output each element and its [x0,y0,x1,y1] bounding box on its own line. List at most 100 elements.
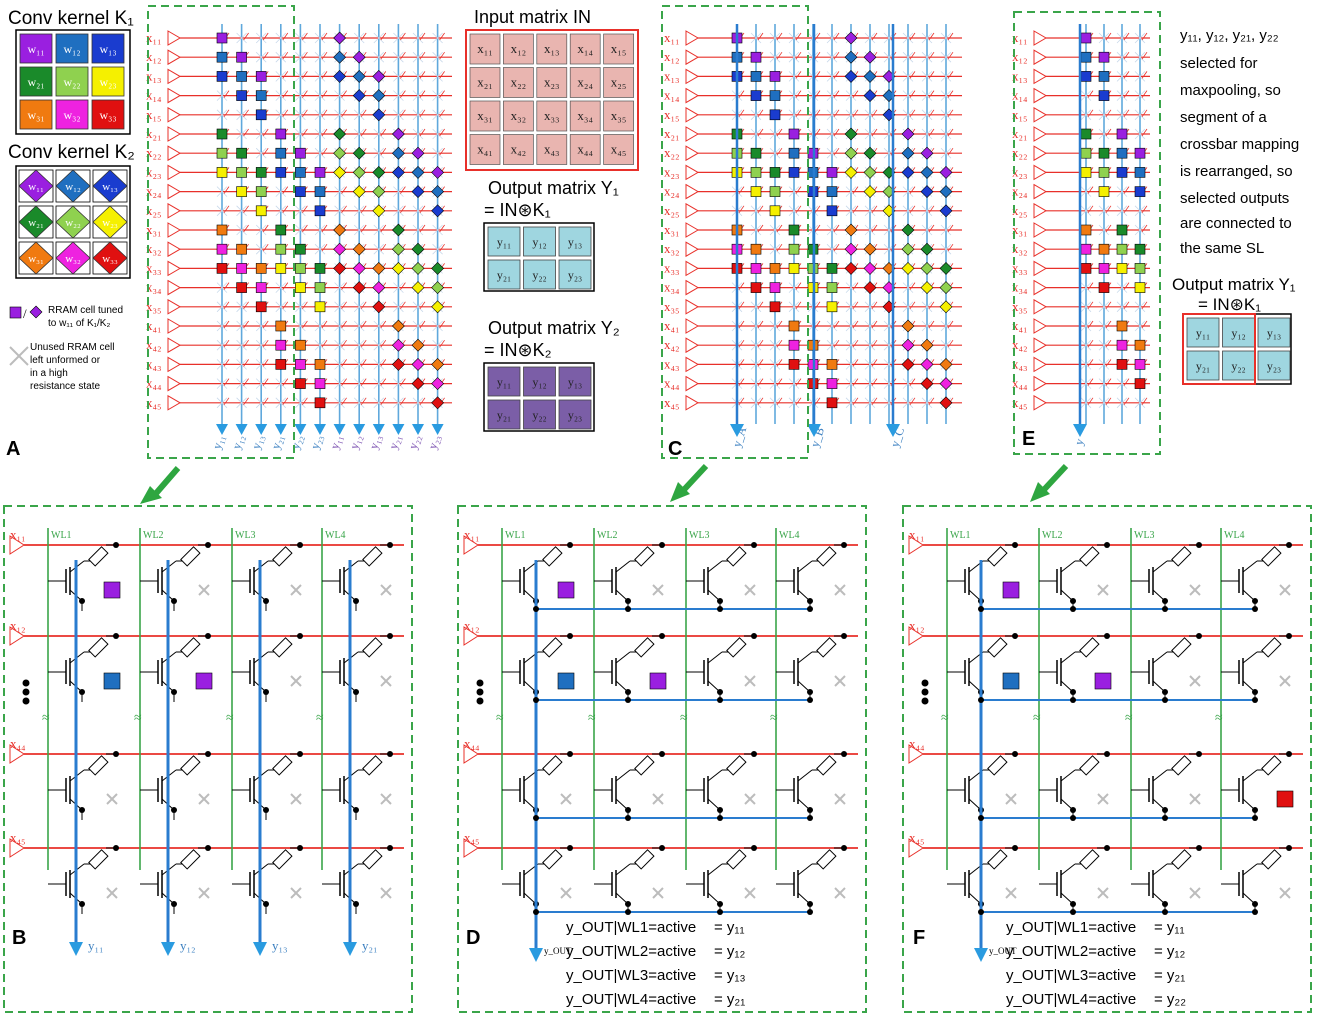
rram-cell [788,167,800,178]
connector-tick [243,109,249,118]
legend-tuned-line2: to w₁₁ of K₁/K₂ [48,318,110,329]
rram-cell [275,243,287,255]
rram-device-icon [180,849,201,870]
connector-tick [282,51,289,60]
kernel2-cell [18,205,54,239]
kernel2-cell-label: w₂₃ [102,217,118,229]
drain [1152,560,1168,573]
svg-text:/: / [23,306,27,321]
connector-tick [341,378,347,386]
connector-tick [380,128,387,137]
input-cell [503,67,534,98]
unused-cell-icon [1005,793,1017,805]
column-arrow-icon [255,424,268,435]
connector-tick [852,397,859,406]
unused-cell-icon [788,109,800,121]
rram-cell [1134,167,1146,178]
rram-cell [295,378,306,389]
rram-cell [333,146,347,160]
row-driver-icon [685,241,699,258]
connector-tick [1123,397,1130,406]
equation-lhs: y_OUT|WL1=active [566,919,696,936]
rram-cell [255,186,267,197]
drain [1242,769,1258,782]
unused-cell-icon [845,205,857,217]
unused-cell-icon [275,32,287,44]
rram-cell [901,338,915,352]
connector-tick [439,128,445,137]
rram-cell [295,282,306,293]
connector-tick [321,109,328,118]
unused-cell-icon [412,224,424,236]
unused-cell-icon [560,793,572,805]
unused-cell-icon [432,51,443,63]
connector-tick [1141,109,1148,118]
rram-cell [939,204,953,218]
unused-cell-icon [750,128,762,140]
unused-cell-icon [1080,90,1092,101]
rram-device-icon [1079,546,1100,567]
node-dot [113,542,119,548]
connector-tick [795,71,802,79]
output-cell-label: y₁₂ [1231,326,1245,340]
output-cell [487,226,521,257]
note-line: are connected to [1180,215,1292,232]
connector-tick [400,186,406,194]
break-mark: ≈ [770,711,778,726]
unused-cell-icon [290,675,302,687]
rram-cell [333,31,347,45]
rram-cell [1080,128,1092,140]
unused-cell-icon [275,301,287,313]
connector-tick [1123,282,1130,290]
rram-cell [103,581,121,599]
rram-cell [236,167,247,178]
rram-cell [1098,147,1110,159]
rram-cell [1080,32,1092,44]
circuit-row-label: x₁₂ [909,618,925,633]
rram-device-icon [634,755,655,776]
connector-tick [419,71,426,79]
unused-cell-icon [255,224,267,236]
connector-tick [1087,378,1094,386]
rram-cell [352,146,366,160]
output-arrow-icon [886,424,900,437]
connector-tick [380,339,387,348]
node-dot [1252,815,1258,821]
note-line: maxpooling, so [1180,82,1281,99]
rram-device-icon [272,849,293,870]
connector-tick [321,339,328,348]
row-driver-icon [685,222,699,238]
row-input-label: x₃₃ [1012,260,1028,275]
row-input-label: x₄₄ [1012,376,1028,391]
rram-cell [275,224,287,236]
kernel1-title: Conv kernel K₁ [8,8,134,29]
node-dot [841,633,847,639]
connector-tick [814,128,821,137]
rram-cell [431,261,445,275]
kernel2-cell-label: w₂₁ [28,217,44,229]
panel-label-d: D [466,927,480,949]
kernel2-cell [55,205,91,239]
unused-cell-icon [334,339,345,351]
connector-tick [1105,109,1112,118]
connector-tick [302,224,308,233]
rram-cell [352,281,366,295]
kernel2-cell [92,205,128,239]
legend-square-swatch [9,306,22,319]
connector-tick [1105,339,1112,348]
connector-tick [321,71,328,79]
unused-cell-icon [9,346,29,366]
output-cell-label: y₁₁ [497,235,511,249]
rram-cell [1080,243,1092,255]
unused-cell-icon [769,339,781,351]
drain [1060,769,1076,782]
unused-cell-icon [1116,109,1128,121]
connector-tick [947,128,954,137]
kernel1-frame [15,29,131,135]
equation-lhs: y_OUT|WL3=active [1006,967,1136,984]
output-cell-label: y₁₁ [1196,326,1210,340]
output-cell-label: y₂₂ [532,268,546,282]
unused-cell-icon [236,359,247,370]
rram-cell [1094,672,1112,690]
